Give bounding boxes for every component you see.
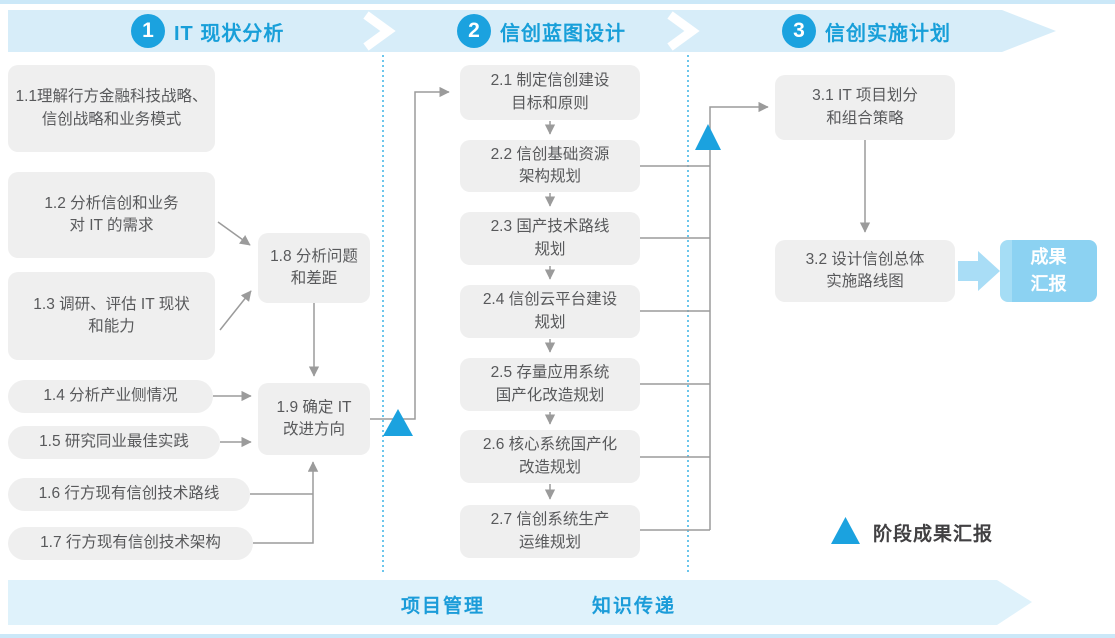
step-box-1-4: 1.4 分析产业侧情况	[8, 380, 213, 413]
phase-3-header: 3 信创实施计划	[782, 10, 951, 52]
step-box-3-1: 3.1 IT 项目划分 和组合策略	[775, 75, 955, 140]
step-box-2-4: 2.4 信创云平台建设 规划	[460, 285, 640, 338]
step-box-1-3: 1.3 调研、评估 IT 现状 和能力	[8, 272, 215, 360]
step-box-1-9: 1.9 确定 IT 改进方向	[258, 383, 370, 455]
milestone-triangle-icon	[695, 124, 721, 150]
top-edge-strip	[0, 0, 1115, 4]
phase-2-number-badge: 2	[457, 14, 491, 48]
step-box-1-2: 1.2 分析信创和业务 对 IT 的需求	[8, 172, 215, 258]
phase-2-title: 信创蓝图设计	[500, 22, 626, 45]
step-box-1-6: 1.6 行方现有信创技术路线	[8, 478, 250, 511]
phase-1-title: IT 现状分析	[174, 22, 285, 45]
step-box-2-5: 2.5 存量应用系统 国产化改造规划	[460, 358, 640, 411]
bottom-label-knowledge-transfer: 知识传递	[591, 596, 677, 617]
chevron-right-icon	[363, 11, 396, 51]
phase-1-number-badge: 1	[131, 14, 165, 48]
phase-2-header: 2 信创蓝图设计	[457, 10, 626, 52]
step-box-1-7: 1.7 行方现有信创技术架构	[8, 527, 253, 560]
phase-3-number-badge: 3	[782, 14, 816, 48]
step-box-2-1: 2.1 制定信创建设 目标和原则	[460, 65, 640, 120]
bottom-edge-strip	[0, 634, 1115, 638]
connector-lines	[213, 86, 871, 544]
legend-label: 阶段成果汇报	[873, 524, 994, 545]
step-box-1-1: 1.1理解行方金融科技战略、 信创战略和业务模式	[8, 65, 215, 152]
result-arrow-icon	[958, 251, 1000, 291]
step-box-2-6: 2.6 核心系统国产化 改造规划	[460, 430, 640, 483]
bottom-ribbon	[8, 580, 1032, 625]
step-box-1-5: 1.5 研究同业最佳实践	[8, 426, 220, 459]
legend-triangle-icon	[831, 517, 860, 544]
milestone-triangle-icon	[383, 409, 413, 436]
bottom-label-project-management: 项目管理	[400, 596, 486, 617]
step-box-1-8: 1.8 分析问题 和差距	[258, 233, 370, 303]
result-report-box: 成果 汇报	[1000, 240, 1097, 302]
phase-1-header: 1 IT 现状分析	[131, 10, 284, 52]
step-box-2-2: 2.2 信创基础资源 架构规划	[460, 140, 640, 192]
chevron-right-icon	[667, 11, 700, 51]
step-box-3-2: 3.2 设计信创总体 实施路线图	[775, 240, 955, 302]
step-box-2-7: 2.7 信创系统生产 运维规划	[460, 505, 640, 558]
phase-3-title: 信创实施计划	[825, 22, 951, 45]
step-box-2-3: 2.3 国产技术路线 规划	[460, 212, 640, 265]
